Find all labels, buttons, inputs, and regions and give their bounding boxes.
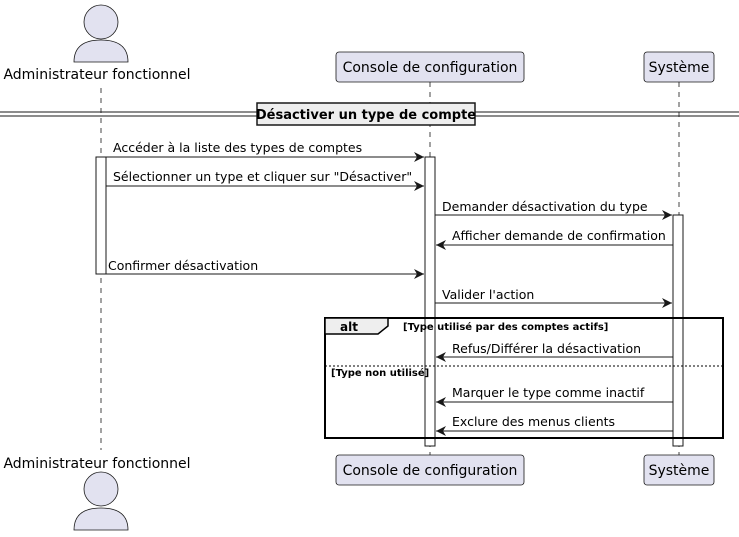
alt-keyword: alt bbox=[340, 320, 358, 334]
actor-body-icon bbox=[73, 39, 129, 63]
actor-top: Administrateur fonctionnel bbox=[3, 4, 191, 83]
participant-console-top: Console de configuration bbox=[335, 51, 525, 83]
participant-system-top: Système bbox=[643, 51, 715, 83]
alt-guard-1: [Type utilisé par des comptes actifs] bbox=[403, 321, 608, 333]
activation-system bbox=[672, 214, 684, 447]
actor-body-icon bbox=[73, 507, 129, 531]
alt-guard-2: [Type non utilisé] bbox=[331, 367, 429, 379]
actor-head-icon bbox=[83, 471, 119, 507]
alt-fragment: alt [Type utilisé par des comptes actifs… bbox=[324, 317, 724, 439]
activation-actor bbox=[95, 156, 107, 275]
actor-head-icon bbox=[83, 4, 119, 40]
message-6-label: Valider l'action bbox=[442, 287, 534, 302]
message-7-label: Refus/Différer la désactivation bbox=[452, 341, 641, 356]
divider-title: Désactiver un type de compte bbox=[256, 108, 476, 123]
actor-bottom: Administrateur fonctionnel bbox=[3, 456, 191, 531]
message-9-label: Exclure des menus clients bbox=[452, 414, 615, 429]
divider: Désactiver un type de compte bbox=[0, 102, 739, 126]
participant-system-label: Système bbox=[649, 463, 710, 479]
participant-console-bottom: Console de configuration bbox=[335, 454, 525, 486]
participant-system-bottom: Système bbox=[643, 454, 715, 486]
message-4-label: Afficher demande de confirmation bbox=[452, 228, 666, 243]
message-8-label: Marquer le type comme inactif bbox=[452, 385, 645, 400]
participant-system-label: Système bbox=[649, 60, 710, 76]
participant-console-label: Console de configuration bbox=[343, 60, 518, 76]
participant-console-label: Console de configuration bbox=[343, 463, 518, 479]
message-2-label: Sélectionner un type et cliquer sur "Dés… bbox=[113, 169, 412, 184]
message-1-label: Accéder à la liste des types de comptes bbox=[113, 140, 362, 155]
message-3-label: Demander désactivation du type bbox=[442, 199, 648, 214]
actor-label-bottom: Administrateur fonctionnel bbox=[3, 456, 190, 472]
activation-console bbox=[424, 156, 436, 447]
message-5-label: Confirmer désactivation bbox=[108, 258, 258, 273]
actor-label-top: Administrateur fonctionnel bbox=[3, 67, 190, 83]
